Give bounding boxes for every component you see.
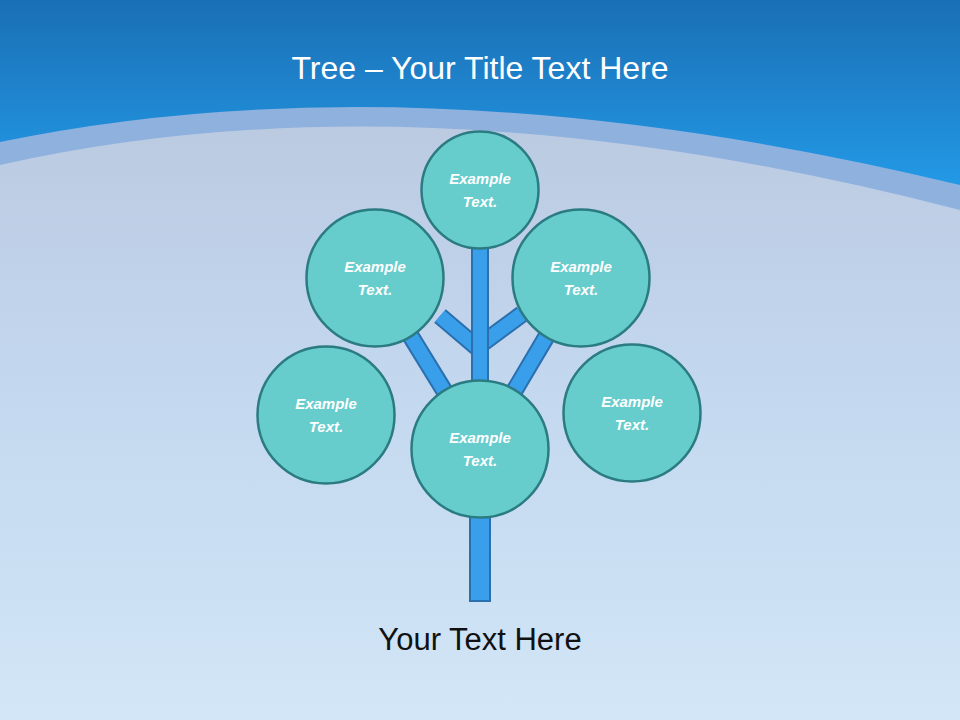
- circle-shape: [420, 130, 540, 250]
- branch-connector: [480, 248, 481, 381]
- branch-connector: [411, 336, 445, 391]
- branch-outline: [471, 248, 489, 381]
- circle-shape: [256, 345, 396, 485]
- circle-shape: [511, 208, 651, 348]
- branch-fill: [411, 336, 445, 391]
- node-text: Example Text.: [438, 167, 522, 213]
- circle-shape: [562, 343, 702, 483]
- node-text: Example Text.: [333, 255, 417, 301]
- circle-shape: [305, 208, 445, 348]
- slide-caption: Your Text Here: [0, 622, 960, 658]
- circle-shape: [410, 379, 550, 519]
- node-text: Example Text.: [590, 390, 674, 436]
- node-text: Example Text.: [284, 392, 368, 438]
- circle-node: Example Text.: [420, 130, 540, 250]
- branch-connector: [515, 337, 547, 391]
- branch-fill: [473, 248, 487, 381]
- node-text: Example Text.: [539, 255, 623, 301]
- circle-node: Example Text.: [305, 208, 445, 348]
- branch-outline: [411, 336, 445, 391]
- branch-outline: [515, 337, 547, 391]
- circle-node: Example Text.: [256, 345, 396, 485]
- slide-title: Tree – Your Title Text Here: [0, 50, 960, 87]
- circle-node: Example Text.: [511, 208, 651, 348]
- node-text: Example Text.: [438, 426, 522, 472]
- branch-fill: [515, 337, 547, 391]
- circle-node: Example Text.: [410, 379, 550, 519]
- circle-node: Example Text.: [562, 343, 702, 483]
